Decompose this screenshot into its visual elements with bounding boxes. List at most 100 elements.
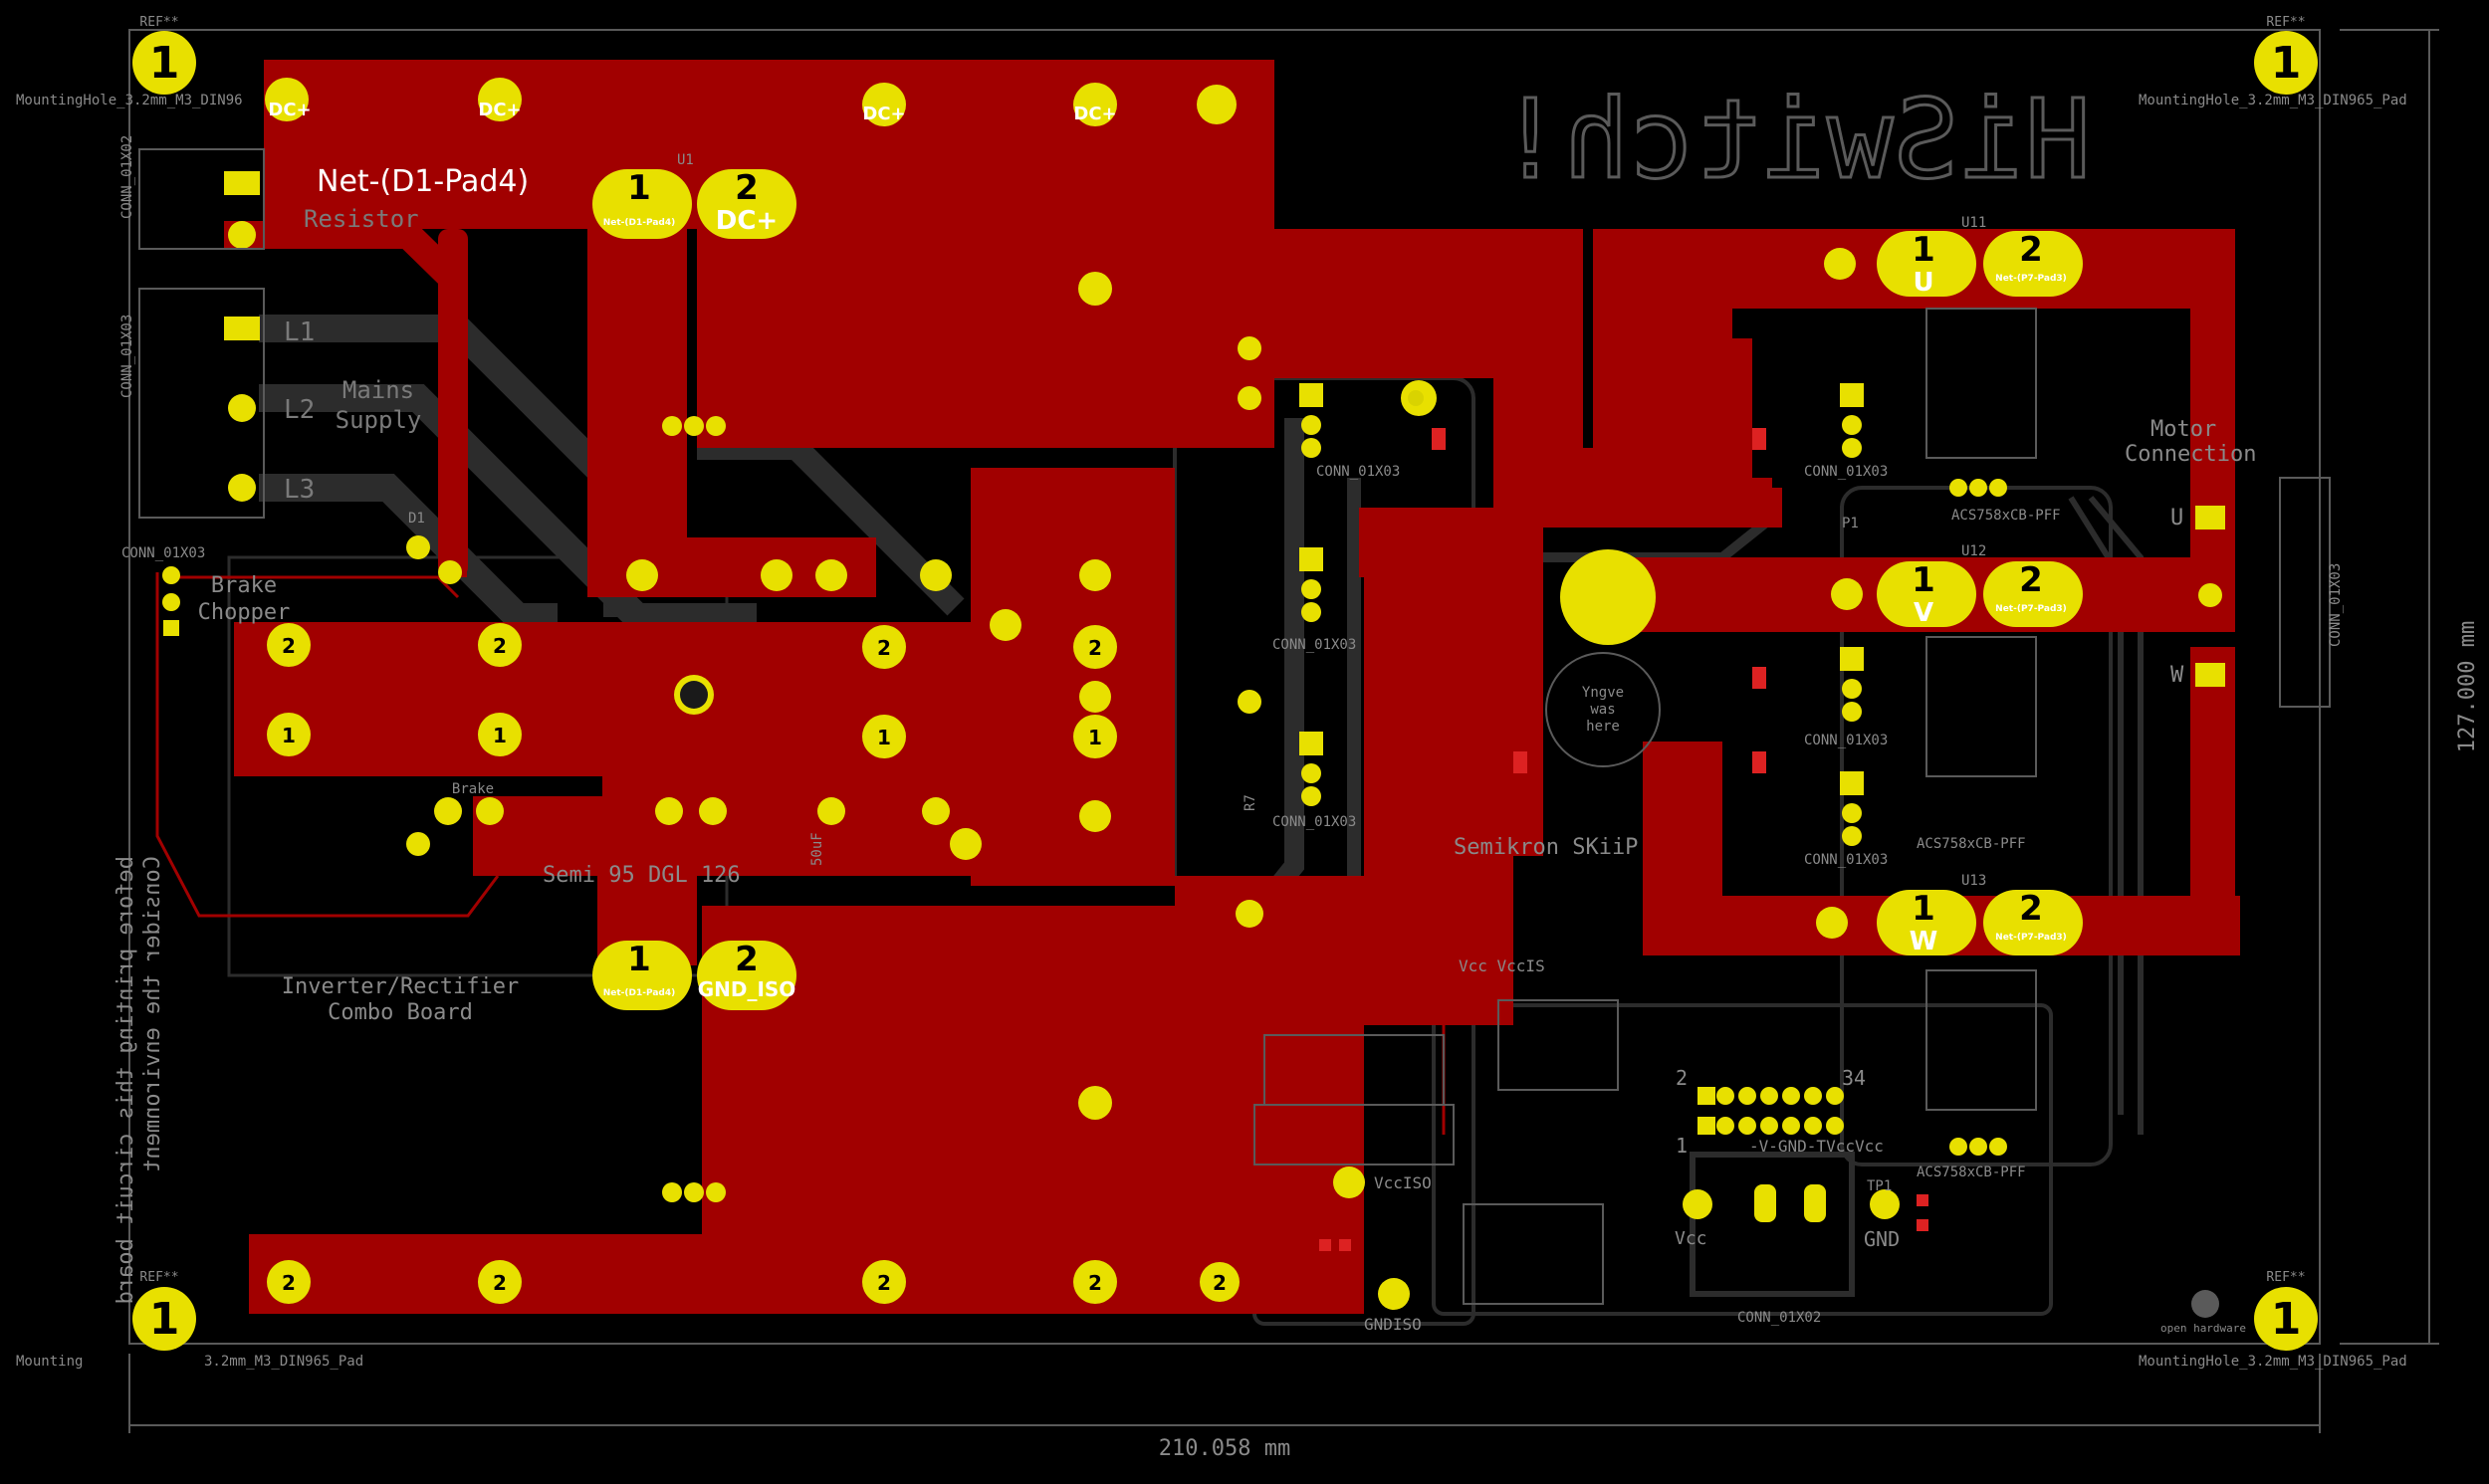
brake-chopper-2: Chopper (198, 600, 291, 625)
pad-dc-plus[interactable] (1197, 85, 1237, 124)
mount-pad-num-bl: 1 (149, 1294, 180, 1345)
pad-dc-plus[interactable] (862, 83, 906, 126)
pad-v-1[interactable] (1877, 561, 1976, 627)
pad-w-1[interactable] (1877, 890, 1976, 955)
l2-label: L2 (284, 395, 315, 425)
acs-w: ACS758xCB-PFF (1917, 1165, 2026, 1180)
ref-tr: REF** (2266, 15, 2305, 30)
gndiso-label: GNDISO (1364, 1315, 1422, 1334)
motor-label-2: Connection (2125, 442, 2256, 467)
mount-pad-num-br: 1 (2271, 1294, 2302, 1345)
pad-dc-plus[interactable] (478, 78, 522, 121)
conn-01x03-right2: CONN_01X03 (1804, 733, 1888, 748)
pin-header-label: -V-GND-TVccVcc (1749, 1137, 1884, 1156)
mounting-label-br: MountingHole_3.2mm_M3_DIN965_Pad (2139, 1354, 2407, 1370)
pad-num-1-bottom: 1 (627, 940, 651, 979)
pad-lbl-net-p7-w: Net-(P7-Pad3) (1995, 933, 2067, 943)
gnd-label: GND (1864, 1227, 1900, 1251)
conn-01x03-mid3: CONN_01X03 (1272, 814, 1356, 830)
pads-layer (132, 31, 2318, 1351)
mounting-hole-tl[interactable] (132, 31, 196, 95)
svg-text:1: 1 (282, 724, 296, 747)
pad-lbl-w: W (1910, 927, 1938, 956)
inverter-1: Inverter/Rectifier (282, 974, 519, 999)
pad-lbl-gnd-iso: GND_ISO (698, 977, 796, 1001)
ref-br: REF** (2266, 1270, 2305, 1285)
header-34: 34 (1842, 1066, 1866, 1090)
svg-text:2: 2 (282, 1271, 296, 1295)
conn-01x03-p1: CONN_01X03 (121, 545, 205, 561)
pad-lbl-dc-plus-big: DC+ (716, 206, 778, 236)
ref-tl: REF** (139, 15, 178, 30)
open-hardware-label: open hardware (2160, 1322, 2246, 1335)
conn-01x03-right3: CONN_01X03 (1804, 852, 1888, 868)
motor-w: W (2170, 663, 2184, 688)
net-title: Net-(D1-Pad4) (317, 164, 529, 199)
header-1: 1 (1676, 1134, 1688, 1158)
brake-label: Brake (452, 781, 494, 797)
svg-text:1: 1 (1088, 726, 1102, 749)
pad-dc-plus-big[interactable] (697, 169, 796, 239)
svg-text:2: 2 (1088, 1271, 1102, 1295)
pad-lbl-net-p7-v: Net-(P7-Pad3) (1995, 604, 2067, 614)
pad-num-w2: 2 (2019, 889, 2043, 929)
mounting-label-bl: Mounting (16, 1354, 83, 1370)
board-outline (128, 29, 2321, 1345)
mirrored-logo: HiSwitch! (1495, 75, 2092, 205)
svg-text:HiSwitch!: HiSwitch! (1497, 76, 2091, 203)
conn-01x03-right1: CONN_01X03 (1804, 464, 1888, 480)
mounting-hole-tr[interactable] (2254, 31, 2318, 95)
svg-text:2: 2 (877, 1271, 891, 1295)
pad-lbl-dc2: DC+ (478, 100, 521, 120)
mounting-label-bl-tail: 3.2mm_M3_DIN965_Pad (204, 1354, 363, 1370)
conn-01x03-mid2: CONN_01X03 (1272, 637, 1356, 653)
svg-text:1: 1 (493, 724, 507, 747)
svg-text:2: 2 (1213, 1271, 1227, 1295)
pad-lbl-dc3: DC+ (862, 104, 905, 124)
pad-lbl-net-d1-top: Net-(D1-Pad4) (603, 218, 676, 228)
acs-v: ACS758xCB-PFF (1917, 836, 2026, 852)
u11: U11 (1961, 215, 1986, 231)
supply-label: Supply (336, 406, 422, 434)
mount-pad-num-tl: 1 (149, 38, 180, 89)
yngve-2: was (1590, 702, 1615, 718)
conn-01x03-right: CONN_01X03 (2328, 563, 2344, 647)
pad-v-2[interactable] (1983, 561, 2083, 627)
u12: U12 (1961, 543, 1986, 559)
vcc-label: Vcc (1675, 1228, 1707, 1249)
d1: D1 (408, 511, 425, 527)
svg-text:2: 2 (1088, 636, 1102, 660)
pad-w-2[interactable] (1983, 890, 2083, 955)
pad-u-1[interactable] (1877, 231, 1976, 297)
pad-u-2[interactable] (1983, 231, 2083, 297)
pad-net-d1-lower[interactable] (592, 941, 692, 1010)
mounting-label-tl: MountingHole_3.2mm_M3_DIN96 (16, 93, 243, 108)
pad-gnd-iso[interactable] (697, 941, 796, 1010)
svg-text:2: 2 (493, 634, 507, 658)
mounting-hole-bl[interactable] (132, 1287, 196, 1351)
pad-num-u1: 1 (1912, 230, 1935, 270)
inverter-2: Combo Board (328, 1000, 473, 1025)
width-dimension: 210.058 mm (1159, 1436, 1290, 1461)
vcciso-label: VccISO (1374, 1173, 1432, 1192)
pad-dc-plus[interactable] (265, 78, 309, 121)
u1: U1 (677, 152, 694, 168)
pad-dc-plus[interactable] (1073, 83, 1117, 126)
consider-environment: Consider the environment before printing… (113, 856, 165, 1304)
mounting-hole-br[interactable] (2254, 1287, 2318, 1351)
open-hardware-icon (2191, 1290, 2219, 1318)
pad-lbl-net-d1-bottom: Net-(D1-Pad4) (603, 988, 676, 998)
pad-num-2-bottom: 2 (735, 940, 759, 979)
pad-lbl-dc4: DC+ (1073, 104, 1116, 124)
semikron-left: Semi 95 DGL 126 (543, 863, 741, 888)
u13: U13 (1961, 873, 1986, 889)
conn-01x02-left: CONN_01X02 (119, 135, 135, 219)
pad-lbl-net-p7-u: Net-(P7-Pad3) (1995, 274, 2067, 284)
svg-text:2: 2 (877, 636, 891, 660)
pad-num-2-top: 2 (735, 168, 759, 208)
pad-num-v1: 1 (1912, 560, 1935, 600)
pad-num-w1: 1 (1912, 889, 1935, 929)
pad-net-d1[interactable] (592, 169, 692, 239)
central-component-outline (1545, 652, 1661, 767)
